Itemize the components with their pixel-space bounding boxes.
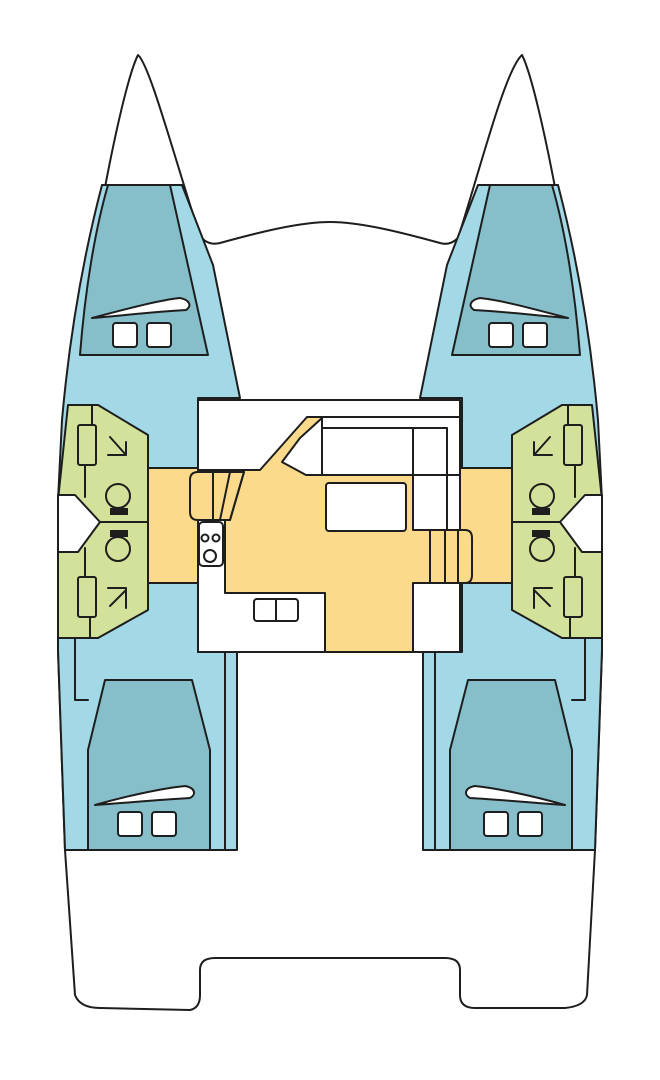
salon: [147, 399, 513, 653]
salon-table: [325, 482, 407, 532]
settee: [321, 416, 461, 531]
settee-corner: [281, 417, 323, 476]
helm-station: [197, 399, 461, 471]
storage: [412, 582, 461, 653]
stairs: [429, 529, 473, 584]
stove: [198, 521, 224, 567]
